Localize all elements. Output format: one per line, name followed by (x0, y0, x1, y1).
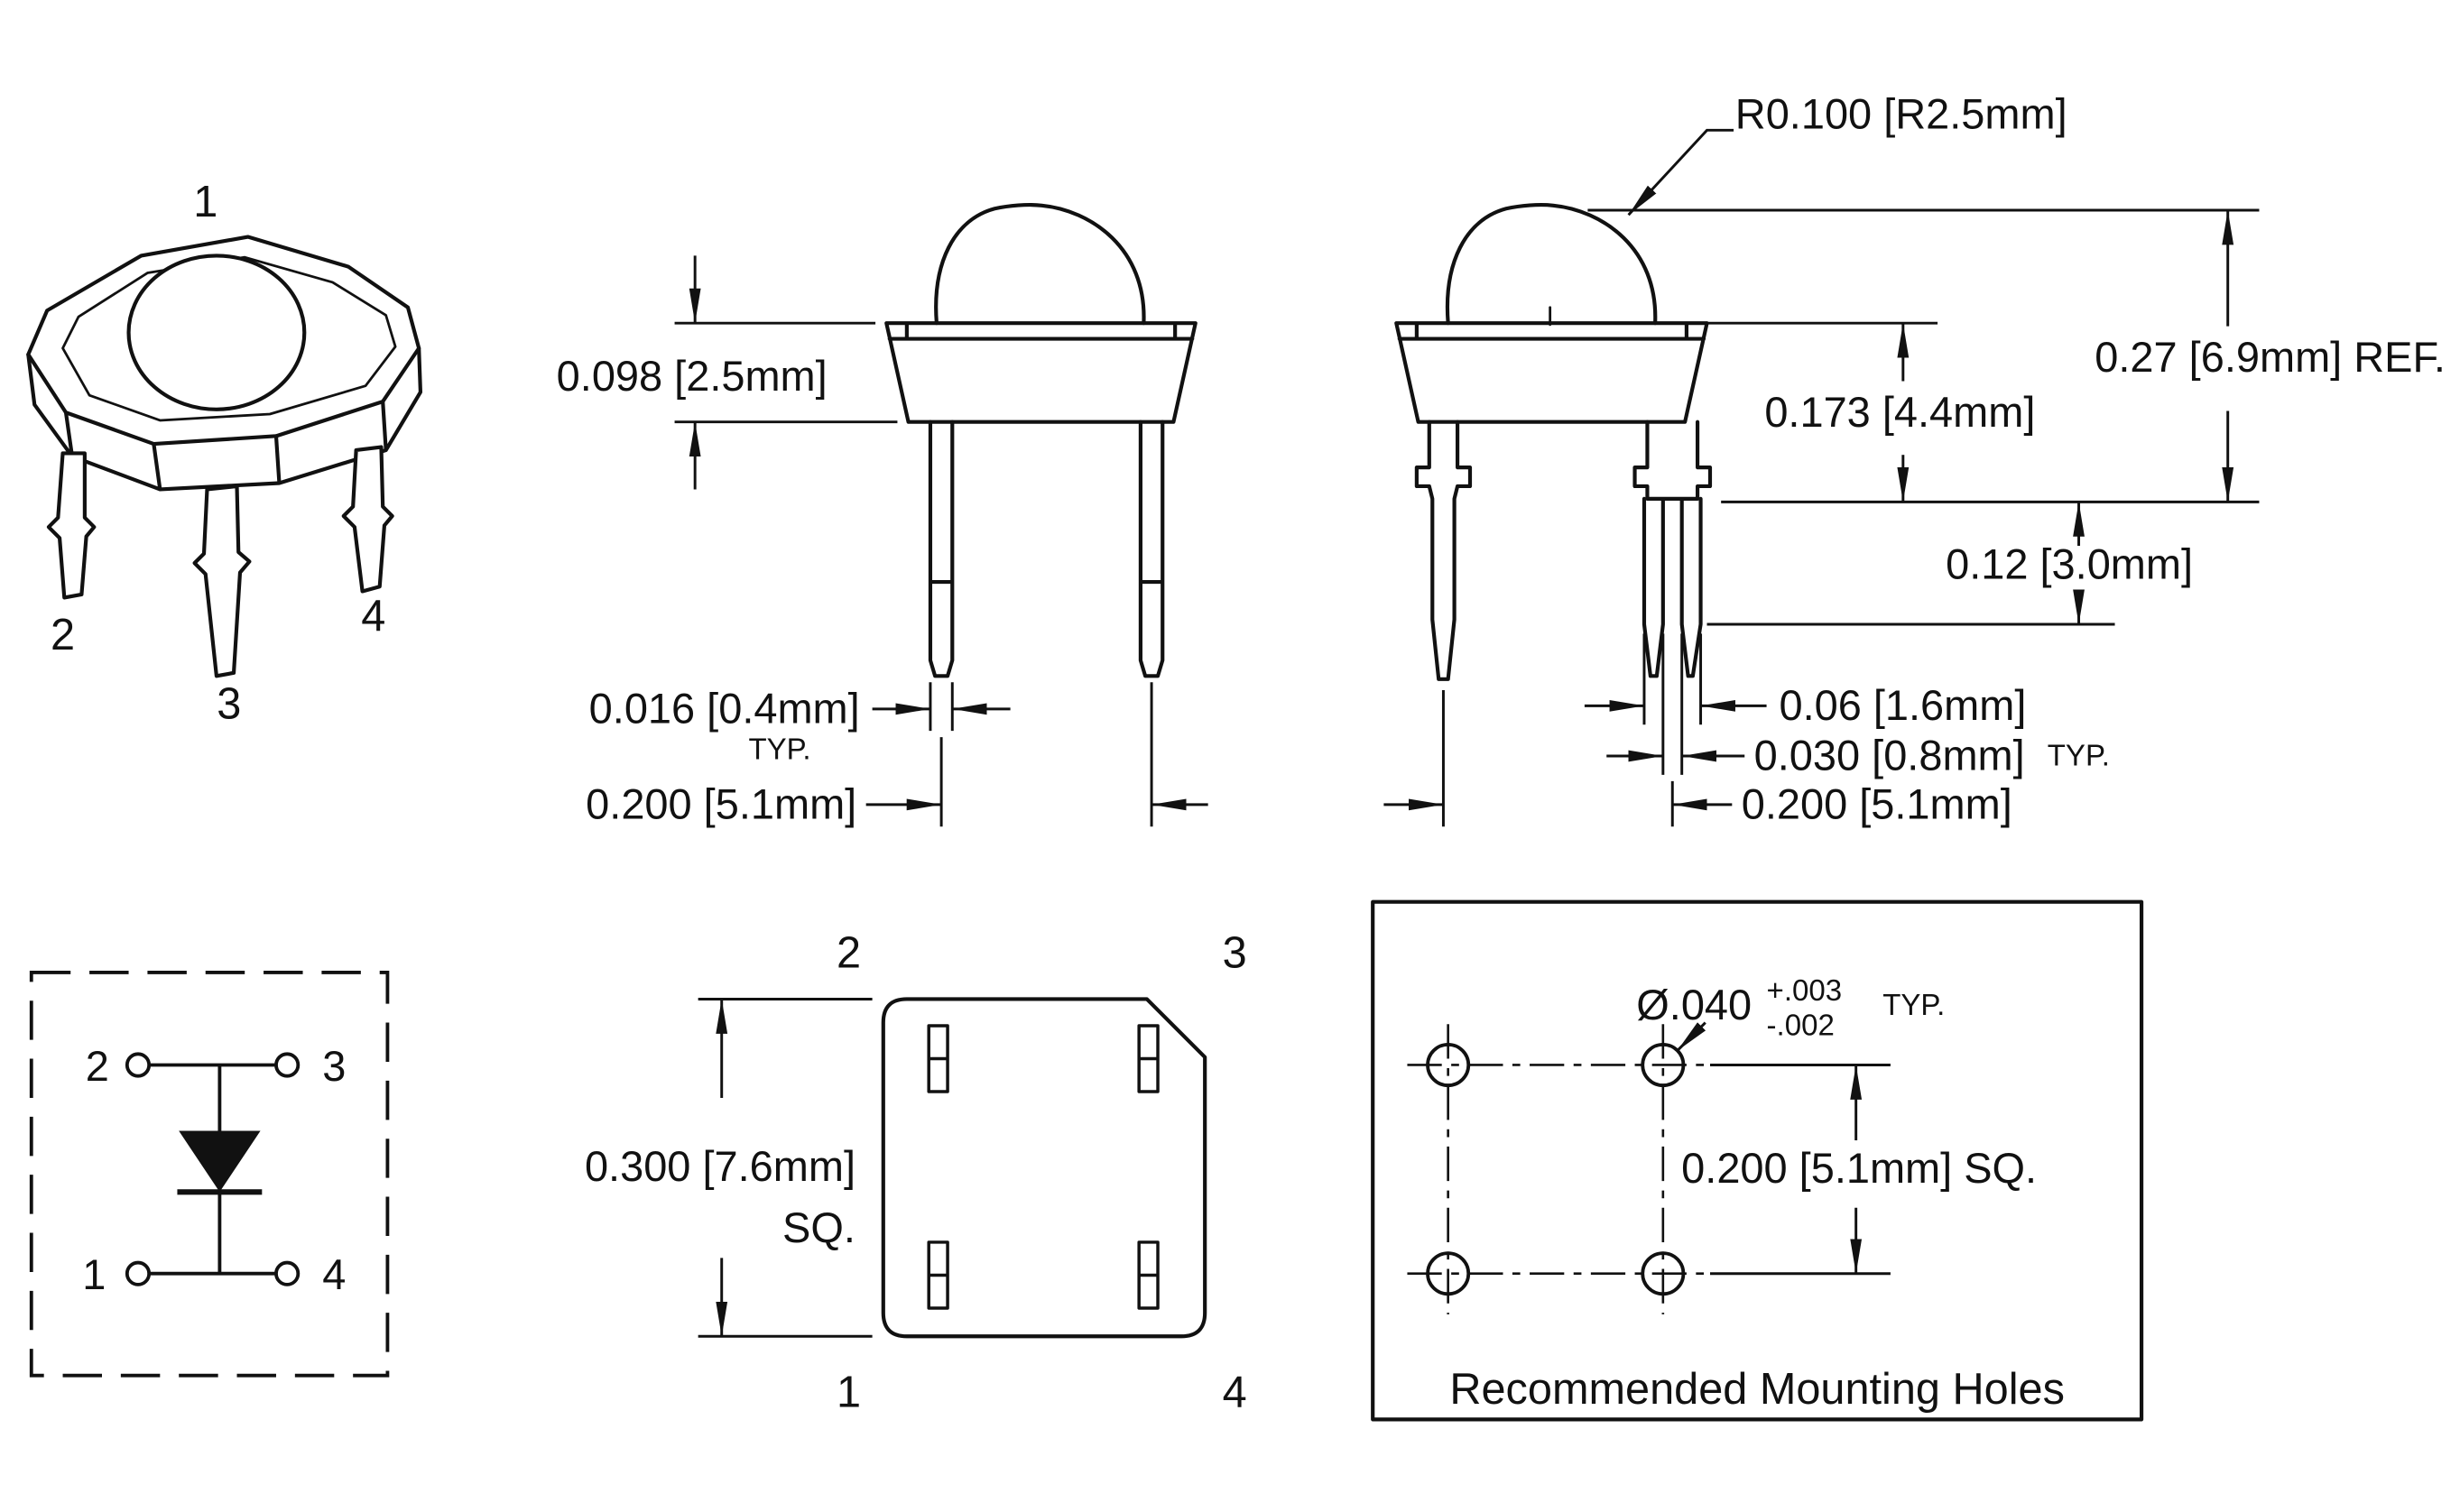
bottom-pin2-label: 2 (837, 929, 861, 978)
side-dome-radius-label: R0.100 [R2.5mm] (1735, 91, 2067, 138)
bottom-view: 2 3 1 4 0.300 [7.6mm] SQ. (585, 929, 1247, 1417)
side-extension-lines (1441, 208, 2260, 827)
bottom-body-size-label: 0.300 [7.6mm] (585, 1143, 855, 1190)
iso-view: 1 2 3 4 (26, 178, 423, 728)
schematic-terminal-pin2 (125, 1052, 152, 1078)
side-view: R0.100 [R2.5mm] 0.27 [6.9mm] REF. 0.173 … (1383, 91, 2446, 828)
side-lead-right-pair (1632, 419, 1713, 678)
schematic-terminal-pin3 (274, 1052, 301, 1078)
front-leads (928, 419, 1165, 678)
schematic-pin3-label: 3 (322, 1043, 346, 1090)
front-body (884, 321, 1198, 424)
mounting-holes-border (1371, 899, 2144, 1422)
iso-lead-pin3 (192, 484, 252, 678)
mounting-hole (1641, 1042, 1686, 1088)
side-body-standoff-label: 0.173 [4.4mm] (1764, 389, 2035, 436)
schematic-pin1-label: 1 (82, 1251, 106, 1298)
diode-symbol-triangle (179, 1130, 261, 1193)
hole-tolerance-plus-label: +.003 (1767, 973, 1843, 1007)
side-lead-gap-label: 0.030 [0.8mm] (1754, 733, 2025, 779)
side-radius-leader (1627, 128, 1734, 217)
schematic-view: 2 3 1 4 (29, 971, 390, 1378)
iso-lead-pin4 (341, 445, 394, 594)
bottom-body-size-sq-label: SQ. (782, 1204, 855, 1251)
side-standoff-height-label: 0.12 [3.0mm] (1946, 541, 2193, 588)
mounting-hole (1426, 1251, 1471, 1296)
front-lead-pitch-label: 0.200 [5.1mm] (586, 781, 856, 828)
iso-pin4-label: 4 (361, 592, 385, 641)
mounting-hole (1641, 1251, 1686, 1296)
front-view: 0.098 [2.5mm] 0.016 [0.4mm] TYP. 0.200 [… (557, 203, 1208, 828)
side-overall-height-label: 0.27 [6.9mm] REF. (2095, 334, 2446, 381)
mounting-centerlines (1407, 1024, 1705, 1314)
side-dome-lens (1445, 203, 1658, 326)
iso-body-bevel (61, 255, 397, 422)
schematic-wires (147, 1063, 278, 1276)
schematic-terminal-pin1 (125, 1260, 152, 1286)
side-lead-left (1414, 419, 1473, 681)
hole-typ-label: TYP. (1882, 988, 1945, 1021)
side-lead-gap-typ-label: TYP. (2048, 738, 2110, 771)
front-body-height-label: 0.098 [2.5mm] (557, 353, 828, 400)
schematic-pin4-label: 4 (322, 1251, 346, 1298)
front-lead-width-typ-label: TYP. (748, 732, 810, 765)
iso-pin1-label: 1 (193, 178, 217, 226)
hole-pitch-label: 0.200 [5.1mm] SQ. (1681, 1145, 2037, 1192)
iso-pin3-label: 3 (217, 679, 241, 728)
front-lead-width-label: 0.016 [0.4mm] (589, 685, 860, 732)
iso-pin2-label: 2 (51, 611, 75, 659)
bottom-body-outline (881, 997, 1207, 1339)
iso-dome-lens (126, 254, 307, 411)
schematic-terminal-pin4 (274, 1260, 301, 1286)
hole-tolerance-minus-label: -.002 (1767, 1008, 1835, 1041)
side-lead-pair-width-label: 0.06 [1.6mm] (1779, 682, 2026, 729)
iso-lead-pin2 (46, 451, 97, 600)
front-dome-lens (934, 203, 1146, 326)
schematic-pin2-label: 2 (86, 1043, 109, 1090)
hole-diameter-label: Ø.040 (1636, 982, 1752, 1028)
bottom-pin3-label: 3 (1223, 929, 1247, 978)
mounting-holes-panel: Ø.040 +.003 -.002 TYP. 0.200 [5.1mm] SQ.… (1371, 899, 2144, 1422)
side-body (1394, 321, 1709, 424)
iso-body-top-face (26, 235, 421, 447)
mounting-holes-title: Recommended Mounting Holes (1449, 1365, 2065, 1414)
side-lead-pitch-label: 0.200 [5.1mm] (1742, 781, 2012, 828)
mounting-hole-leader (1676, 1021, 1706, 1052)
bottom-pin1-label: 1 (837, 1368, 861, 1416)
schematic-dashed-border (29, 971, 390, 1378)
bottom-lead-slots (927, 1024, 1160, 1310)
bottom-pin4-label: 4 (1223, 1368, 1247, 1416)
mounting-hole (1426, 1042, 1471, 1088)
